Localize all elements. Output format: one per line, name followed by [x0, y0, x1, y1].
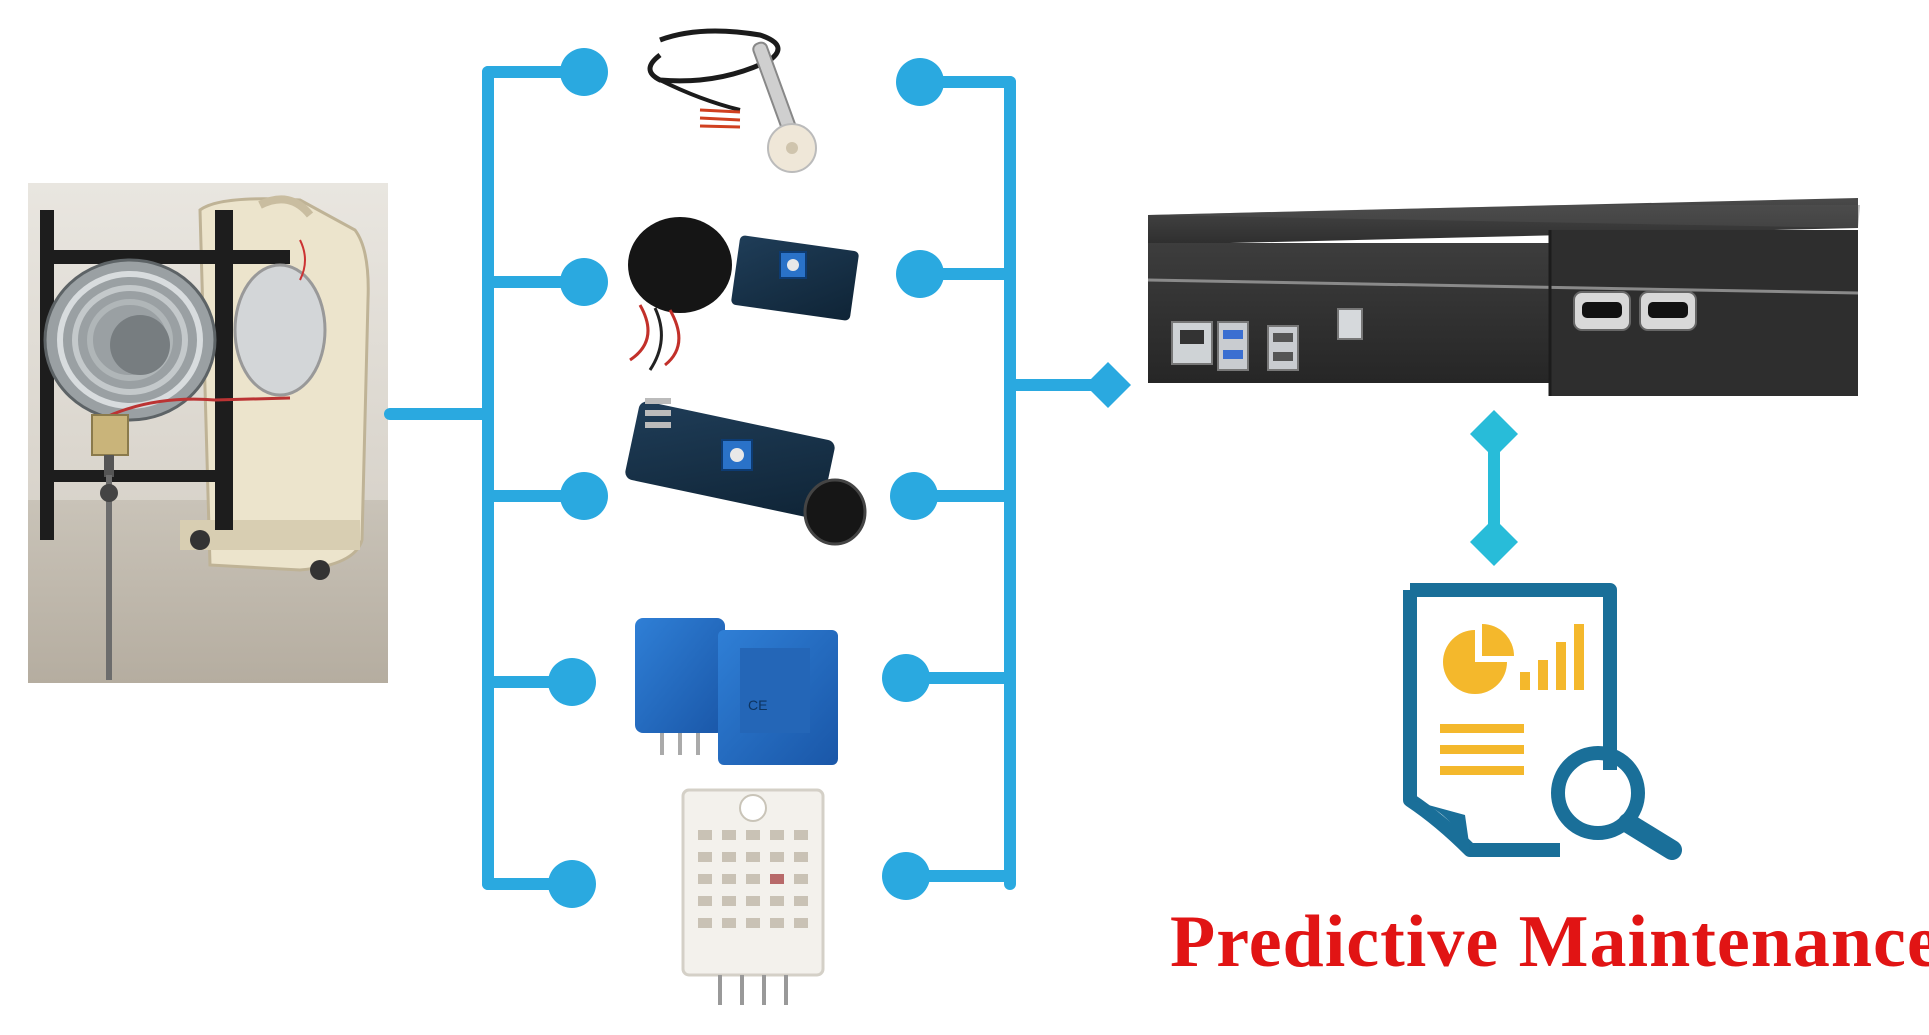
edge-computer [1147, 198, 1860, 396]
machine-photo [28, 183, 388, 683]
bidirectional-arrow-icon [1470, 410, 1518, 566]
connector-dot [548, 658, 596, 706]
connector-dot [560, 258, 608, 306]
connector-dot [882, 852, 930, 900]
maintenance-report-icon [1403, 583, 1682, 860]
sound-sensor-module [625, 398, 867, 546]
predictive-maintenance-caption: Predictive Maintenance [1170, 901, 1929, 983]
connector-dots [548, 48, 944, 908]
connector-dot [548, 860, 596, 908]
vibration-sensor-module [628, 217, 859, 371]
humidity-temperature-sensor [681, 788, 825, 1005]
connector-dot [560, 48, 608, 96]
connector-dot [882, 654, 930, 702]
thermocouple-sensor [647, 28, 817, 173]
connector-dot [896, 58, 944, 106]
svg-text:CE: CE [748, 697, 767, 713]
connector-dot [896, 250, 944, 298]
connector-dot [560, 472, 608, 520]
current-transducer: CE [635, 618, 838, 765]
connector-dot [890, 472, 938, 520]
arrow-diamond-icon [1085, 362, 1131, 408]
